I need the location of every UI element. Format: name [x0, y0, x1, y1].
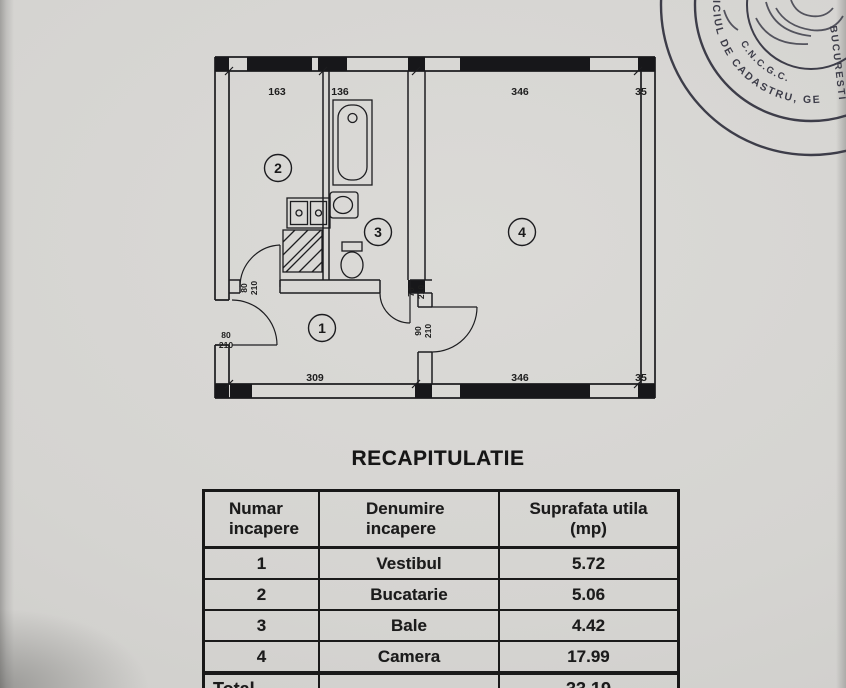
- bath-door: [379, 292, 411, 324]
- svg-text:90: 90: [413, 326, 423, 336]
- svg-text:210: 210: [249, 281, 259, 295]
- scan-shadow-corner: [0, 608, 150, 688]
- cell-room-name: Vestibul: [320, 549, 500, 578]
- fixtures: [282, 99, 373, 279]
- header-text: (mp): [570, 519, 607, 538]
- scan-edge-left: [0, 0, 14, 688]
- dimension-ticks: [224, 66, 643, 389]
- total-label: Total: [205, 675, 320, 688]
- official-stamp: MINISTERU OFICIUL DE CADASTRU, GE C.N.C.…: [659, 0, 846, 157]
- scan-edge-right: [836, 0, 846, 688]
- bathtub: [332, 99, 373, 186]
- svg-text:210: 210: [416, 285, 426, 299]
- table-row: 2 Bucatarie 5.06: [205, 580, 677, 611]
- dim-top-4: 35: [635, 86, 647, 98]
- cell-room-number: 4: [205, 642, 320, 671]
- dim-bottom-2: 346: [511, 372, 529, 384]
- room-number-kitchen: 2: [274, 160, 282, 176]
- recap-title: RECAPITULATIE: [351, 447, 525, 470]
- cell-room-number: 1: [205, 549, 320, 578]
- bath-door-label: 70 210: [406, 285, 426, 299]
- cell-room-name: Camera: [320, 642, 500, 671]
- stamp-circles: [659, 0, 846, 157]
- camera-door: [431, 306, 478, 353]
- header-text: Suprafata utila: [529, 498, 648, 518]
- header-text: incapere: [366, 519, 436, 538]
- total-value: 33.19: [500, 675, 677, 688]
- total-spacer: [320, 675, 500, 688]
- kitchen-door-label: 80 210: [239, 281, 259, 295]
- header-cell-suprafata: Suprafata utila (mp): [500, 492, 677, 546]
- dim-top-2: 136: [331, 86, 349, 98]
- svg-text:210: 210: [219, 340, 233, 350]
- cell-room-name: Bucatarie: [320, 580, 500, 609]
- header-cell-denumire: Denumire incapere: [320, 492, 500, 546]
- cell-room-number: 3: [205, 611, 320, 640]
- kitchen-sink: [286, 197, 331, 229]
- table-row: 4 Camera 17.99: [205, 642, 677, 675]
- header-text: Denumire: [366, 498, 445, 518]
- table-row: 1 Vestibul 5.72: [205, 549, 677, 580]
- header-text: incapere: [229, 519, 299, 538]
- floor-plan: 163 136 346 35 309 346 35 80 210 80 210 …: [214, 56, 656, 399]
- entry-door-label: 80 210: [219, 330, 233, 350]
- table-row: 3 Bale 4.42: [205, 611, 677, 642]
- stamp-city-text: BUCURESTI: [827, 25, 846, 102]
- cell-room-area: 4.42: [571, 615, 606, 635]
- entry-door: [231, 299, 278, 346]
- doors: [231, 244, 478, 353]
- room-number-vestibul: 1: [318, 320, 326, 336]
- outer-walls: [214, 56, 656, 399]
- svg-text:70: 70: [406, 287, 416, 297]
- header-cell-numar: Numar incapere: [205, 492, 320, 546]
- windows-and-posts: [215, 57, 655, 398]
- cell-room-area: 5.06: [571, 584, 606, 604]
- stamp-emblem: [723, 0, 844, 45]
- dim-bottom-3: 35: [635, 372, 647, 384]
- table-total-row: Total 33.19: [205, 675, 677, 688]
- camera-door-label: 90 210: [413, 324, 433, 338]
- cell-room-area: 5.72: [571, 553, 606, 573]
- room-numbers: [263, 153, 537, 343]
- header-text: Numar: [229, 498, 283, 518]
- dimension-labels: 163 136 346 35 309 346 35: [268, 86, 647, 384]
- kitchen-counter: [282, 229, 323, 273]
- dim-top-1: 163: [268, 86, 286, 98]
- kitchen-door: [239, 244, 281, 288]
- cell-room-name: Bale: [320, 611, 500, 640]
- room-number-camera: 4: [518, 224, 526, 240]
- door-labels: 80 210 80 210 70 210 90 210: [219, 281, 433, 350]
- svg-text:210: 210: [423, 324, 433, 338]
- svg-text:80: 80: [239, 283, 249, 293]
- table-header-row: Numar incapere Denumire incapere Suprafa…: [205, 492, 677, 549]
- cell-room-number: 2: [205, 580, 320, 609]
- recap-table: Numar incapere Denumire incapere Suprafa…: [202, 489, 680, 688]
- dim-bottom-1: 309: [306, 372, 324, 384]
- svg-text:80: 80: [221, 330, 231, 340]
- dim-top-3: 346: [511, 86, 529, 98]
- cell-room-area: 17.99: [567, 646, 610, 666]
- bath-sink: [329, 191, 359, 219]
- room-number-bath: 3: [374, 224, 382, 240]
- toilet: [340, 241, 364, 279]
